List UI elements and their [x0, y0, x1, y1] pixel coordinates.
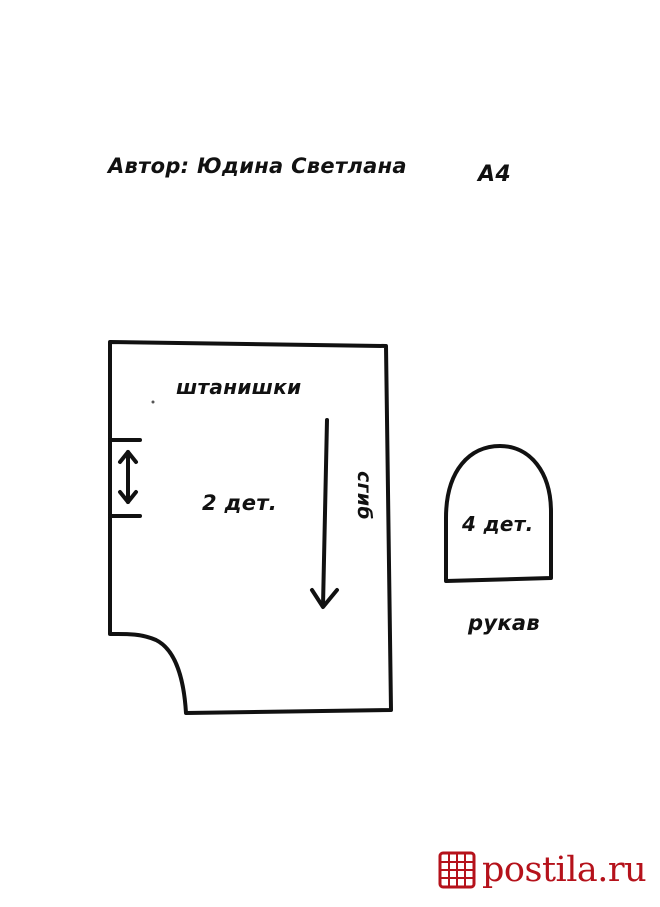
pants-outline [108, 340, 393, 715]
watermark-text: postila.ru [482, 850, 647, 890]
pants-piece-label: штанишки [176, 375, 302, 399]
sleeve-outline [444, 444, 553, 583]
sleeve-piece-count: 4 дет. [462, 512, 534, 536]
sleeve-piece-label: рукав [468, 611, 540, 635]
postila-logo-icon [438, 851, 476, 889]
fold-label: сгиб [353, 471, 375, 520]
pants-piece-count: 2 дет. [202, 491, 278, 515]
watermark: postila.ru [438, 840, 647, 900]
dot-mark [151, 400, 155, 404]
double-arrow-icon [118, 450, 138, 504]
paper-size-label: А4 [478, 162, 511, 187]
fold-arrow-icon [310, 418, 339, 609]
author-credit: Автор: Юдина Светлана [108, 154, 407, 178]
